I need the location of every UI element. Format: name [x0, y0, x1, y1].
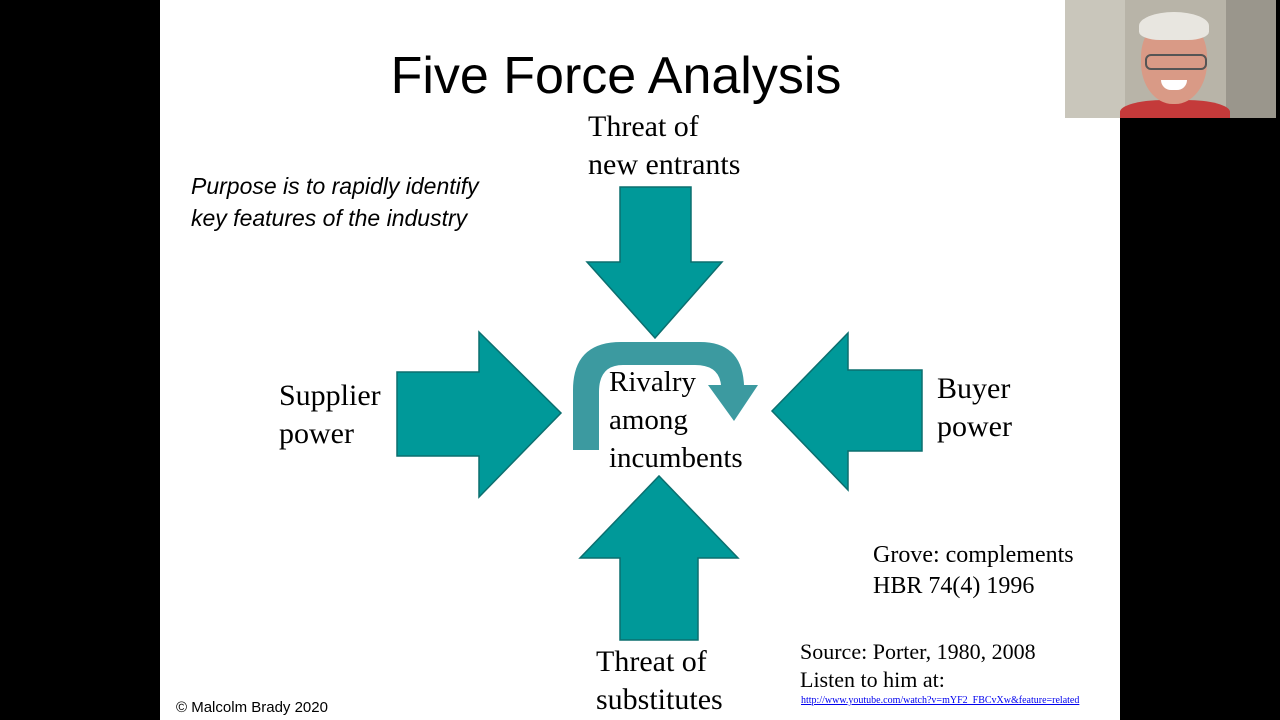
label-supplier-power: Supplier power [279, 377, 381, 453]
arrow-buyer-power [772, 333, 922, 490]
label-rivalry: Rivalry among incumbents [609, 363, 743, 477]
label-line: new entrants [588, 146, 740, 184]
arrow-substitutes [580, 476, 738, 640]
arrow-supplier-power [397, 332, 561, 497]
reference-line: Grove: complements [873, 540, 1074, 571]
label-buyer-power: Buyer power [937, 370, 1012, 446]
presenter-webcam [1065, 0, 1276, 118]
label-line: power [279, 415, 381, 453]
webcam-background [1226, 0, 1276, 118]
label-line: Buyer [937, 370, 1012, 408]
arrow-new-entrants [587, 187, 722, 338]
reference-line: Source: Porter, 1980, 2008 [800, 638, 1036, 666]
grove-reference: Grove: complements HBR 74(4) 1996 [873, 540, 1074, 602]
label-line: Threat of [588, 108, 740, 146]
label-line: Supplier [279, 377, 381, 415]
label-line: among [609, 401, 743, 439]
slide: Five Force Analysis Purpose is to rapidl… [160, 0, 1120, 720]
label-threat-substitutes: Threat of substitutes [596, 643, 723, 719]
reference-line: Listen to him at: [800, 666, 1036, 694]
label-line: Threat of [596, 643, 723, 681]
source-reference: Source: Porter, 1980, 2008 Listen to him… [800, 638, 1036, 694]
youtube-link[interactable]: http://www.youtube.com/watch?v=mYF2_FBCv… [801, 695, 1079, 706]
label-line: incumbents [609, 439, 743, 477]
label-threat-new-entrants: Threat of new entrants [588, 108, 740, 184]
label-line: power [937, 408, 1012, 446]
presenter-glasses [1145, 54, 1207, 70]
webcam-background [1065, 0, 1125, 118]
copyright-text: © Malcolm Brady 2020 [176, 699, 328, 716]
presenter-hair [1139, 12, 1209, 40]
label-line: Rivalry [609, 363, 743, 401]
label-line: substitutes [596, 681, 723, 719]
reference-line: HBR 74(4) 1996 [873, 571, 1074, 602]
